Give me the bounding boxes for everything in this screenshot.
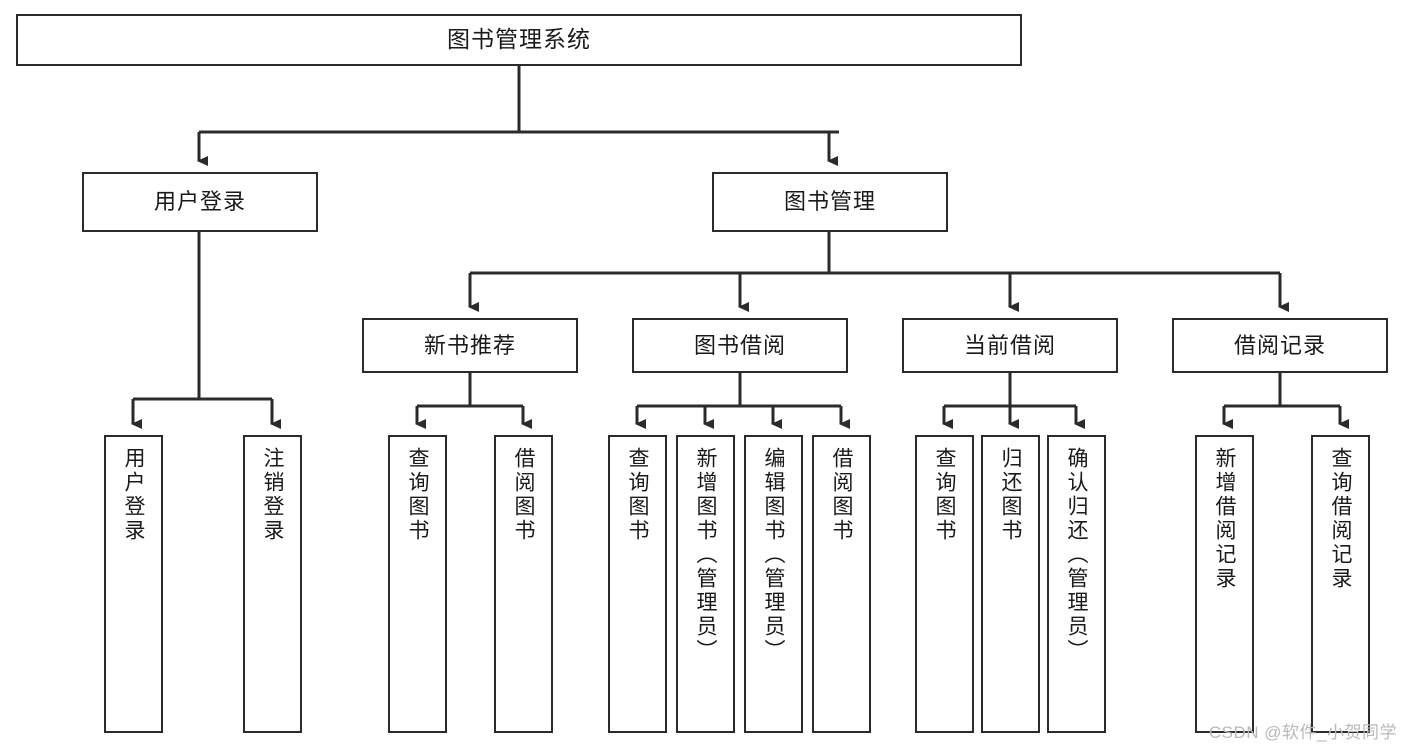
leaf-edit-book-admin[interactable]: 编辑图书（管理员） — [744, 435, 803, 733]
leaf-logout[interactable]: 注销登录 — [243, 435, 302, 733]
node-label: 图书管理 — [783, 189, 876, 215]
watermark-text: CSDN @软件_小贺同学 — [1208, 723, 1397, 742]
node-label: 用户登录 — [122, 447, 145, 543]
node-new-book-recommend[interactable]: 新书推荐 — [362, 318, 578, 373]
node-user-login[interactable]: 用户登录 — [82, 172, 318, 232]
node-label: 查询图书 — [406, 447, 429, 543]
node-label: 借阅图书 — [512, 447, 535, 543]
node-label: 注销登录 — [261, 447, 284, 543]
leaf-confirm-return-admin[interactable]: 确认归还（管理员） — [1047, 435, 1106, 733]
leaf-user-login[interactable]: 用户登录 — [104, 435, 163, 733]
node-current-borrow[interactable]: 当前借阅 — [902, 318, 1118, 373]
node-label: 新增图书（管理员） — [694, 447, 717, 663]
node-label: 用户登录 — [153, 189, 246, 215]
node-borrow-record[interactable]: 借阅记录 — [1172, 318, 1388, 373]
leaf-query-book-current[interactable]: 查询图书 — [915, 435, 974, 733]
node-label: 当前借阅 — [963, 332, 1056, 358]
node-label: 借阅记录 — [1233, 332, 1326, 358]
leaf-borrow-book-recommend[interactable]: 借阅图书 — [494, 435, 553, 733]
node-label: 确认归还（管理员） — [1065, 447, 1088, 663]
node-book-borrow[interactable]: 图书借阅 — [632, 318, 848, 373]
node-label: 借阅图书 — [830, 447, 853, 543]
node-label: 图书借阅 — [693, 332, 786, 358]
leaf-add-book-admin[interactable]: 新增图书（管理员） — [676, 435, 735, 733]
leaf-query-book-borrow[interactable]: 查询图书 — [608, 435, 667, 733]
leaf-borrow-book[interactable]: 借阅图书 — [812, 435, 871, 733]
node-label: 查询图书 — [933, 447, 956, 543]
node-label: 新书推荐 — [423, 332, 516, 358]
node-label: 查询图书 — [626, 447, 649, 543]
leaf-query-borrow-record[interactable]: 查询借阅记录 — [1311, 435, 1370, 733]
leaf-add-borrow-record[interactable]: 新增借阅记录 — [1195, 435, 1254, 733]
node-label: 图书管理系统 — [447, 26, 591, 53]
node-label: 归还图书 — [999, 447, 1022, 543]
node-label: 新增借阅记录 — [1213, 447, 1236, 591]
node-root-system[interactable]: 图书管理系统 — [16, 14, 1022, 66]
node-label: 查询借阅记录 — [1329, 447, 1352, 591]
node-label: 编辑图书（管理员） — [762, 447, 785, 663]
node-book-management[interactable]: 图书管理 — [712, 172, 948, 232]
leaf-query-book-recommend[interactable]: 查询图书 — [388, 435, 447, 733]
leaf-return-book[interactable]: 归还图书 — [981, 435, 1040, 733]
